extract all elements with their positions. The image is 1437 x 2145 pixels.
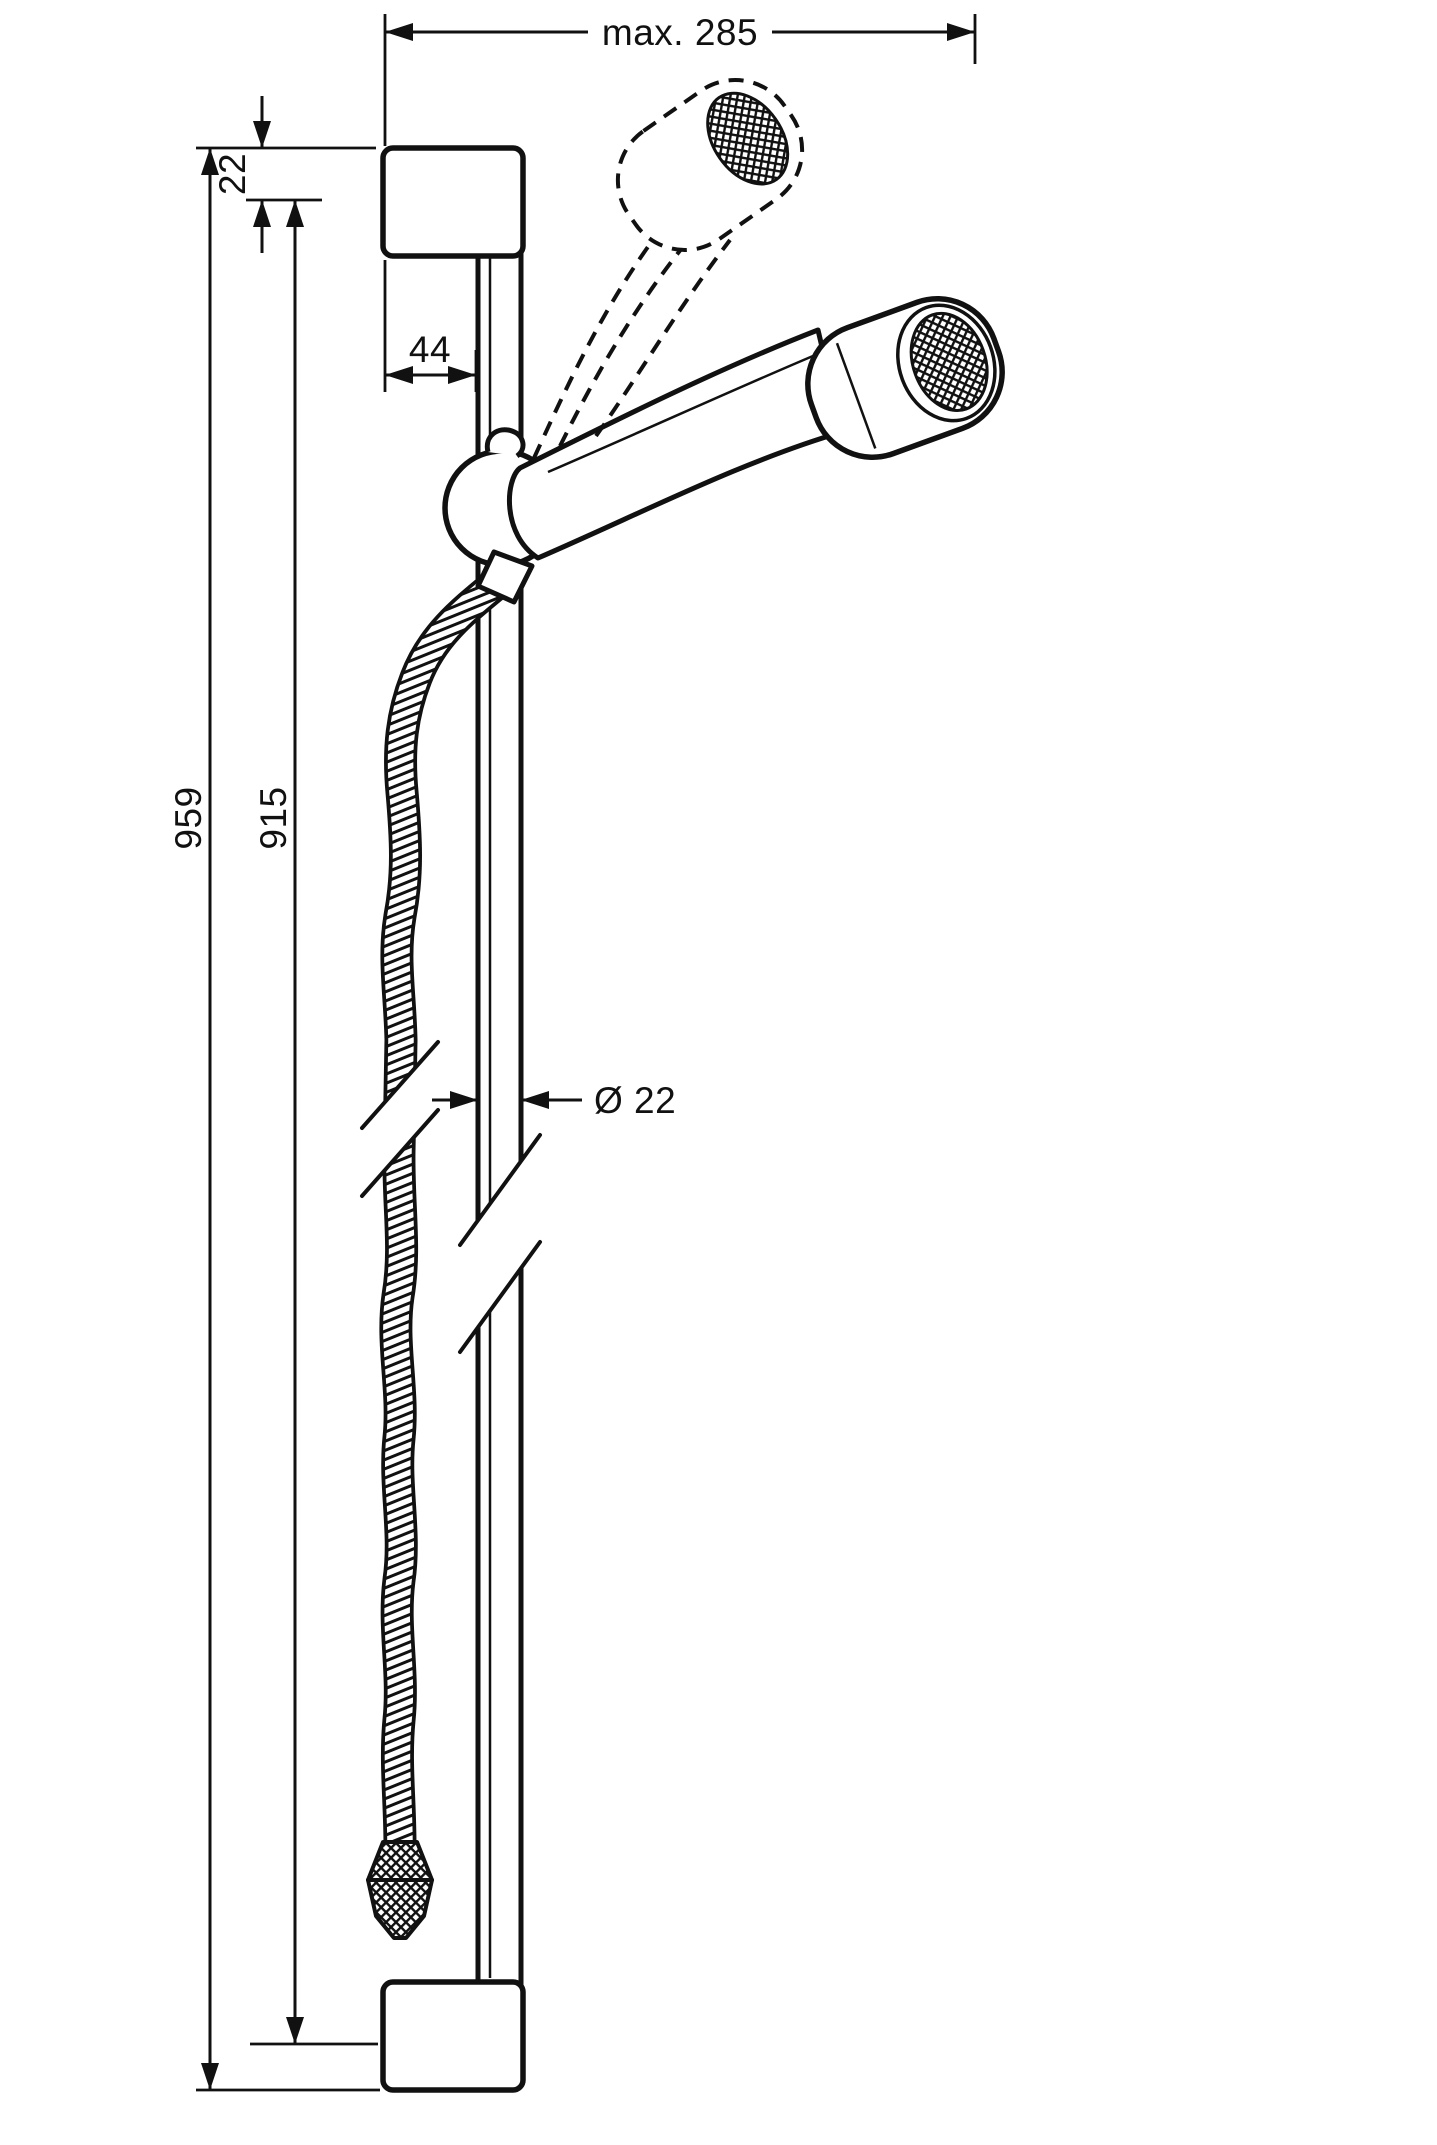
pivot-path-line [532, 242, 652, 459]
pivoted-spray-face [706, 91, 790, 186]
arrow-left [521, 1091, 549, 1109]
handle-hose-connector [475, 549, 535, 605]
dim-wall-offset-label: 44 [409, 329, 451, 370]
dim-max-reach: max. 285 [383, 12, 977, 146]
bar-break-mark [458, 1133, 542, 1354]
dim-bar-diameter-label: Ø 22 [594, 1080, 676, 1121]
arrow-up [253, 200, 271, 227]
arrow-left [385, 366, 413, 384]
arrow-right [450, 1091, 478, 1109]
hand-shower-handle [507, 327, 845, 561]
arrow-up [286, 200, 304, 227]
dim-max-reach-label: max. 285 [602, 12, 758, 53]
product-view [360, 78, 1005, 2093]
dim-overall-length: 959 [168, 148, 380, 2092]
holder-release-lever [484, 427, 526, 459]
pivoted-shower-head [615, 78, 805, 252]
dimensioning: max. 285 22 959 915 [168, 12, 977, 2092]
dim-top-offset-label: 22 [212, 153, 253, 195]
hose-nut [366, 1840, 434, 1940]
dim-wall-offset: 44 [383, 260, 478, 392]
shower-hose [379, 571, 507, 1847]
arrow-left [385, 23, 413, 41]
pivoted-shower-dashed [532, 78, 805, 459]
arrow-right [448, 366, 476, 384]
arrow-down [253, 121, 271, 148]
handle-detail-line [547, 346, 833, 474]
hose-break-mark [360, 1040, 440, 1198]
arrow-down [201, 2063, 219, 2090]
pivot-path-line [594, 238, 732, 438]
arrow-down [286, 2017, 304, 2044]
hand-shower-head [805, 296, 1005, 460]
dim-hole-spacing: 915 [250, 200, 378, 2046]
arrow-up [201, 148, 219, 175]
dim-bar-diameter: Ø 22 [432, 1080, 676, 1121]
dim-hole-spacing-label: 915 [253, 786, 294, 849]
pivot-path-line [558, 246, 684, 447]
dim-top-offset: 22 [196, 96, 376, 253]
arrow-right [947, 23, 975, 41]
dim-overall-length-label: 959 [168, 786, 209, 849]
top-wall-bracket [380, 145, 526, 259]
head-collar-line [835, 342, 877, 449]
spray-face [909, 311, 989, 412]
bottom-wall-bracket [380, 1979, 526, 2093]
